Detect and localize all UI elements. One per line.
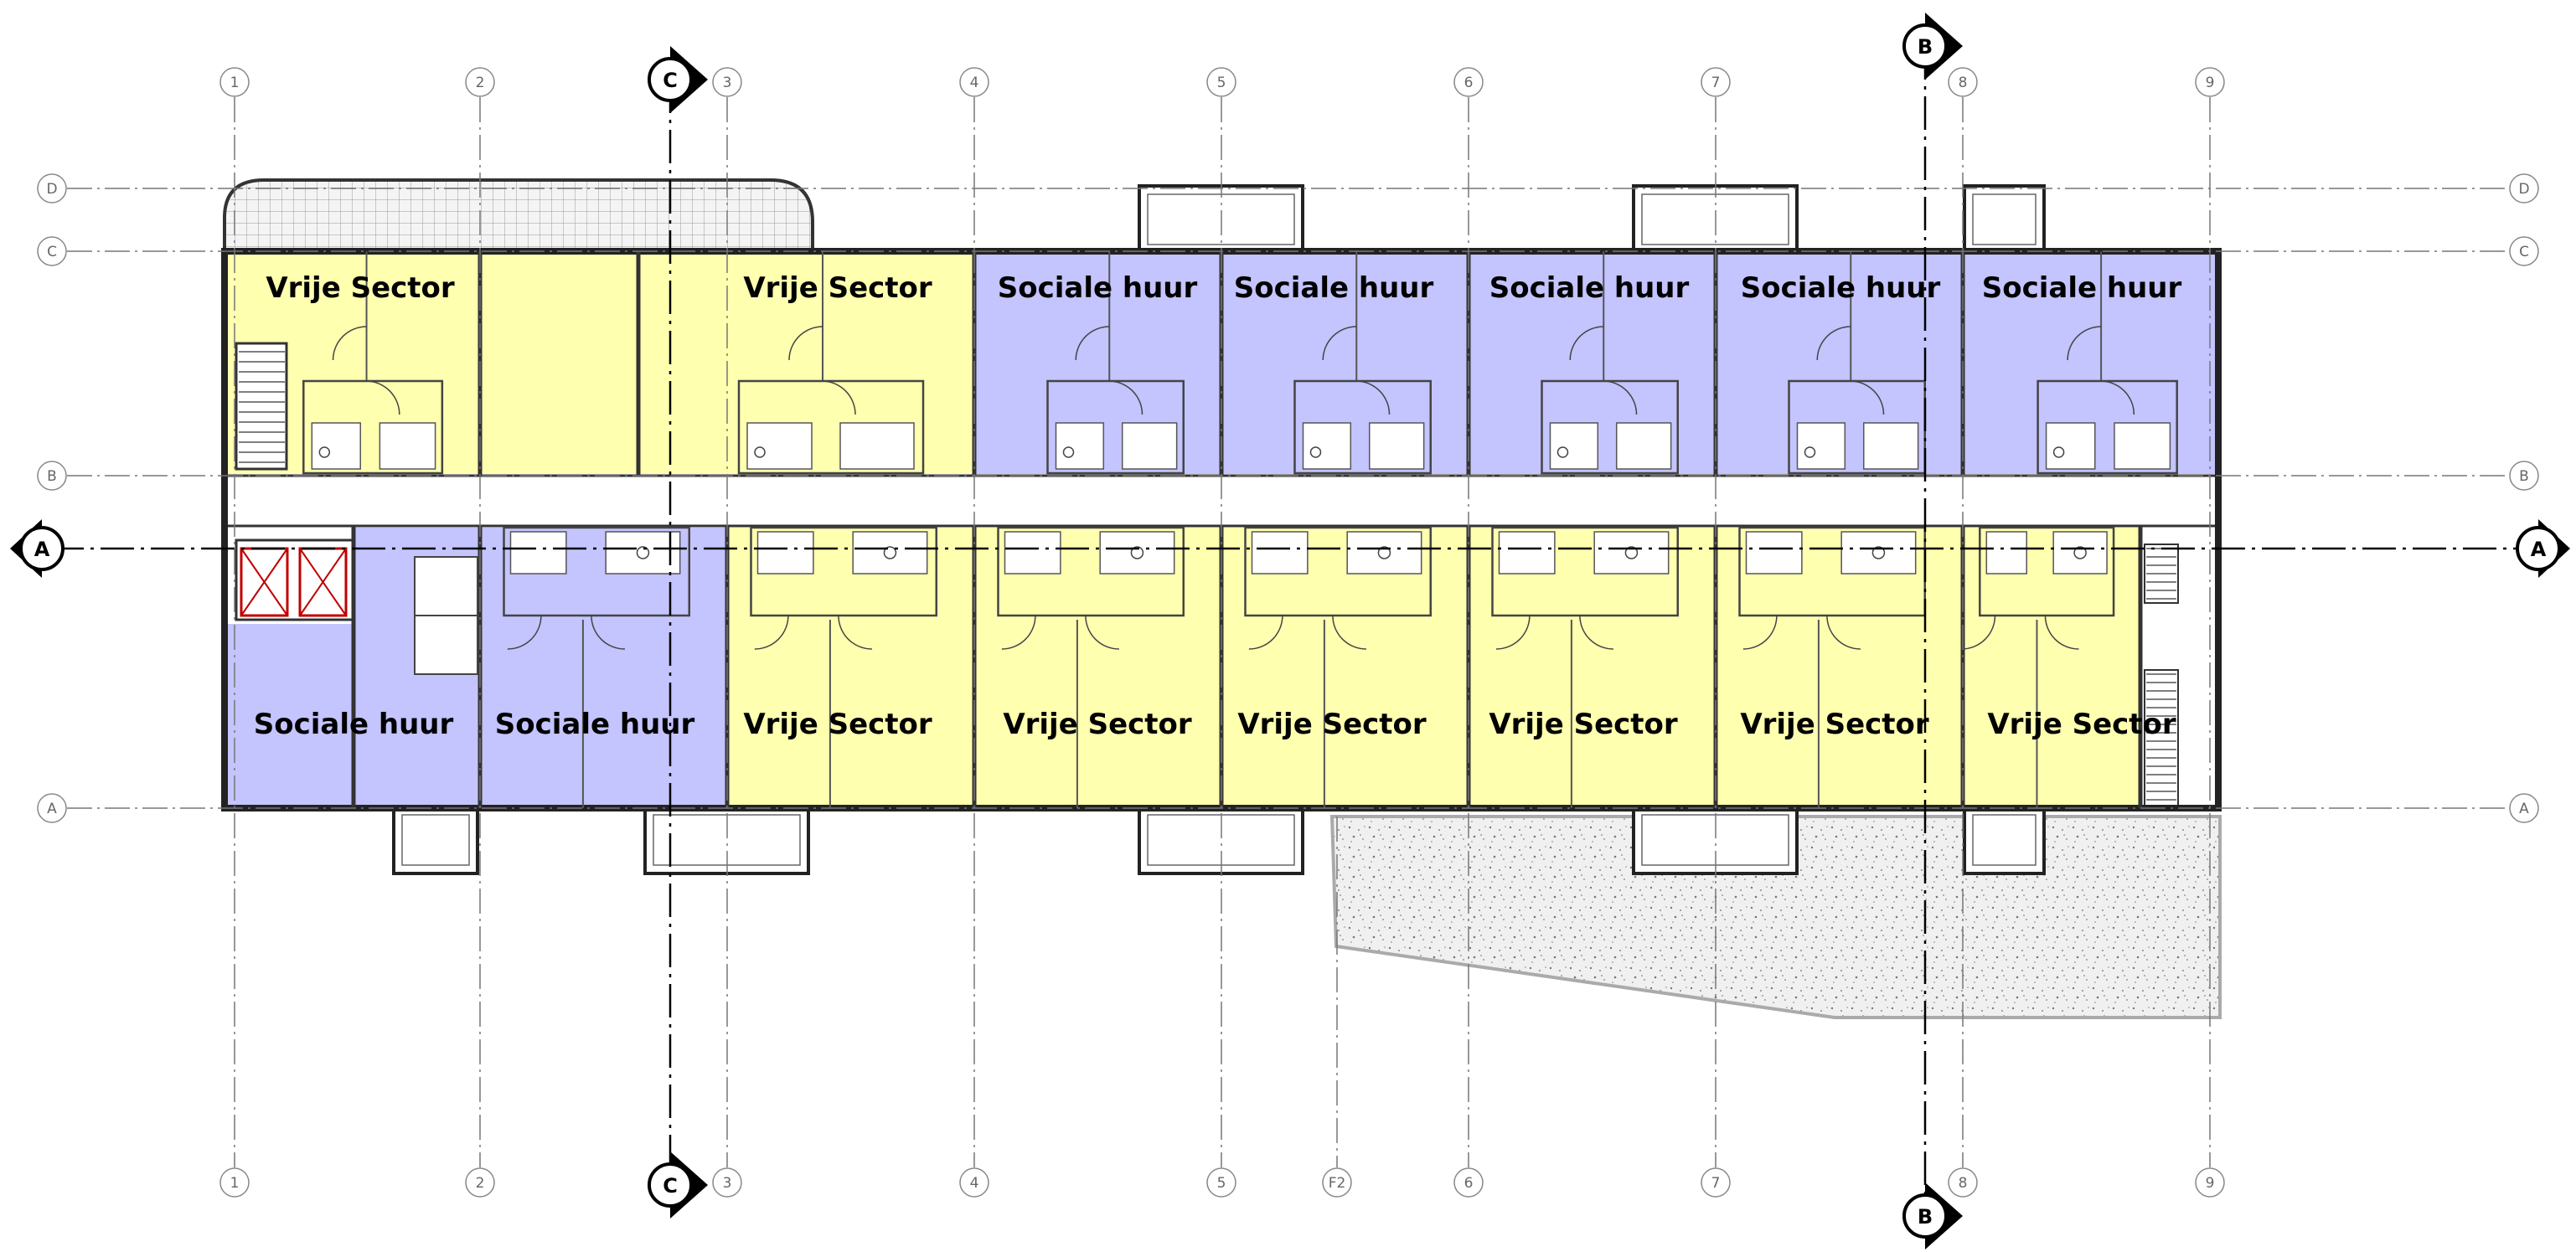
svg-text:B: B (1918, 1205, 1933, 1229)
unit-label: Sociale huur (1741, 271, 1941, 305)
grid-bubble (2509, 461, 2539, 491)
unit-label: Vrije Sector (1003, 708, 1192, 741)
grid-label: F2 (1329, 1175, 1346, 1192)
grid-label: C (2519, 244, 2529, 260)
svg-text:A: A (2531, 538, 2547, 561)
grid-bubble (1206, 67, 1236, 97)
grid-bubble (219, 1167, 250, 1198)
grid-bubble (1453, 67, 1484, 97)
grid-bubble (37, 461, 67, 491)
grid-label: 3 (723, 1175, 732, 1192)
grid-bubble (2195, 1167, 2225, 1198)
grid-label: 2 (476, 1175, 485, 1192)
svg-text:B: B (1918, 35, 1933, 59)
unit-label: Sociale huur (1489, 271, 1690, 305)
grid-bubble (1948, 1167, 1978, 1198)
grid-bubble (219, 67, 250, 97)
elevator-shaft (235, 538, 355, 621)
grid-label: 2 (476, 75, 485, 91)
grid-label: 4 (970, 1175, 979, 1192)
grid-label: 7 (1711, 1175, 1721, 1192)
unit-label: Vrije Sector (266, 271, 455, 305)
grid-label: B (47, 468, 57, 485)
grid-bubble (2509, 793, 2539, 823)
grid-bubble (959, 1167, 989, 1198)
section-marker-c-top: C (648, 46, 708, 113)
svg-text:A: A (34, 538, 50, 561)
grid-label: 5 (1217, 75, 1226, 91)
unit-label: Sociale huur (1982, 271, 2182, 305)
stairwell-east (2144, 544, 2179, 809)
unit-label: Vrije Sector (743, 271, 932, 305)
grid-label: 8 (1959, 1175, 1968, 1192)
unit-label: Vrije Sector (1740, 708, 1929, 741)
grid-label: 9 (2206, 75, 2215, 91)
section-marker-c-bottom: C (648, 1152, 708, 1219)
unit-label: Sociale huur (495, 708, 695, 741)
grid-label: 7 (1711, 75, 1721, 91)
grid-label: B (2519, 468, 2529, 485)
grid-bubble (2195, 67, 2225, 97)
grid-bubble (37, 793, 67, 823)
grid-bubble (712, 1167, 742, 1198)
svg-text:C: C (663, 69, 678, 92)
grid-bubble (37, 173, 67, 204)
grid-bubble (37, 236, 67, 266)
grid-bubble (1701, 1167, 1731, 1198)
svg-text:C: C (663, 1174, 678, 1198)
grid-label: C (47, 244, 57, 260)
unit-label: Sociale huur (998, 271, 1198, 305)
grid-bubble (1322, 1167, 1352, 1198)
roof-terrace-nw (223, 178, 814, 253)
grid-label: 1 (230, 75, 240, 91)
grid-bubble (1948, 67, 1978, 97)
section-marker-b-bottom: B (1902, 1182, 1963, 1249)
grid-label: A (2519, 801, 2529, 817)
grid-label: 6 (1464, 1175, 1474, 1192)
grid-label: 5 (1217, 1175, 1226, 1192)
grid-bubble (2509, 173, 2539, 204)
section-marker-b-top: B (1902, 13, 1963, 80)
grid-bubble (712, 67, 742, 97)
grid-bubble (1453, 1167, 1484, 1198)
grid-bubble (1206, 1167, 1236, 1198)
section-lines (50, 46, 2522, 1210)
grid-label: 3 (723, 75, 732, 91)
grid-label: 9 (2206, 1175, 2215, 1192)
grid-bubble (465, 67, 495, 97)
grid-label: D (2518, 181, 2529, 198)
section-marker-a-right: A (2516, 519, 2570, 578)
grid-label: 6 (1464, 75, 1474, 91)
grid-bubble (959, 67, 989, 97)
unit-label: Sociale huur (1234, 271, 1434, 305)
grid-label: A (47, 801, 57, 817)
unit-label: Vrije Sector (1237, 708, 1427, 741)
stairwell-north (235, 342, 288, 471)
grid-bubble (2509, 236, 2539, 266)
unit-label: Vrije Sector (1489, 708, 1678, 741)
grid-bubble (465, 1167, 495, 1198)
interior-walls (302, 251, 2178, 808)
unit-label: Vrije Sector (743, 708, 932, 741)
grid-label: 4 (970, 75, 979, 91)
unit-label: Vrije Sector (1987, 708, 2176, 741)
unit-label: Sociale huur (254, 708, 454, 741)
grid-label: D (46, 181, 57, 198)
section-marker-a-left: A (10, 519, 65, 578)
grid-label: 8 (1959, 75, 1968, 91)
grid-bubble (1701, 67, 1731, 97)
grid-label: 1 (230, 1175, 240, 1192)
